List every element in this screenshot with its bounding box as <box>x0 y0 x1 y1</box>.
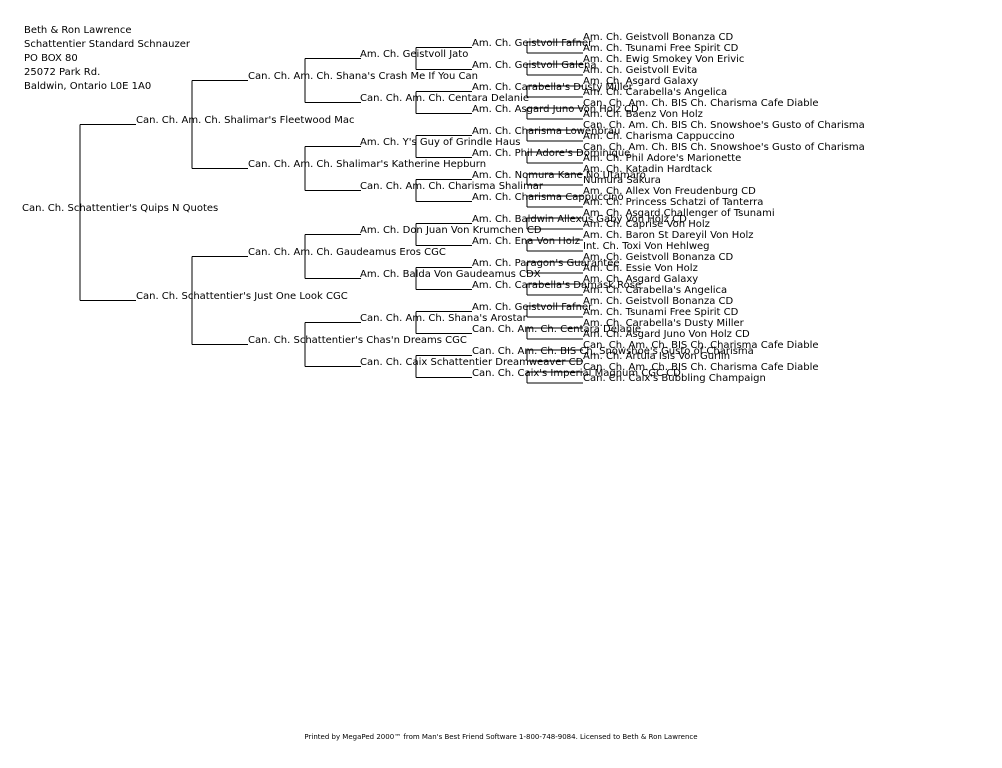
ancestor-gen5: Am. Ch. Carabella's Angelica <box>583 285 728 296</box>
ancestor-gen5: Am. Ch. Allex Von Freudenburg CD <box>583 186 756 197</box>
ancestor-gen4: Am. Ch. Geistvoll Fafner <box>472 37 593 49</box>
ancestor-gen5: Can. Ch. Am. Ch. BIS Ch. Charisma Cafe D… <box>583 98 819 109</box>
great-grandparent: Am. Ch. Balda Von Gaudeamus CDX <box>360 268 541 280</box>
ancestor-gen4: Am. Ch. Ena Von Holz <box>472 235 580 247</box>
ancestor-gen5: Am. Ch. Tsunami Free Spirit CD <box>583 43 739 54</box>
ancestor-gen5: Am. Ch. Tsunami Free Spirit CD <box>583 307 739 318</box>
footer-credit: Printed by MegaPed 2000™ from Man's Best… <box>304 733 698 741</box>
ancestor-gen4: Am. Ch. Carabella's Damask Rose <box>472 279 642 291</box>
sire: Can. Ch. Am. Ch. Shalimar's Fleetwood Ma… <box>136 114 355 126</box>
ancestor-gen5: Am. Ch. Charisma Cappuccino <box>583 131 735 142</box>
owner-name: Beth & Ron Lawrence <box>24 25 132 36</box>
ancestor-gen4: Am. Ch. Charisma Lowenbrau <box>472 125 621 137</box>
ancestor-gen5: Am. Ch. Asgard Galaxy <box>583 76 699 87</box>
ancestor-gen4: Can. Ch. Am. Ch. Centara Delanie <box>472 323 642 335</box>
ancestor-gen5: Am. Ch. Artula Isis Von Gurlin <box>583 351 731 362</box>
dam: Can. Ch. Schattentier's Just One Look CG… <box>136 290 348 302</box>
great-grandparent: Am. Ch. Don Juan Von Krumchen CD <box>360 224 542 236</box>
ancestor-gen5: Am. Ch. Asgard Challenger of Tsunami <box>583 208 775 219</box>
grandparent: Can. Ch. Am. Ch. Gaudeamus Eros CGC <box>248 246 446 258</box>
great-grandparent: Can. Ch. Caix Schattentier Dreamweaver C… <box>360 356 584 368</box>
subject-dog: Can. Ch. Schattentier's Quips N Quotes <box>22 202 219 214</box>
ancestor-gen5: Am. Ch. Asgard Galaxy <box>583 274 699 285</box>
ancestor-gen4: Am. Ch. Paragon's Guarantee <box>472 257 620 269</box>
ancestor-gen4: Am. Ch. Geistvoll Galena <box>472 59 597 71</box>
great-grandparent: Can. Ch. Am. Ch. Shana's Arostar <box>360 312 527 324</box>
grandparent: Can. Ch. Am. Ch. Shalimar's Katherine He… <box>248 158 487 170</box>
ancestor-gen5: Am. Ch. Geistvoll Bonanza CD <box>583 296 734 307</box>
ancestor-gen4: Am. Ch. Nomura Kane No Utamaro <box>472 169 646 181</box>
ancestor-gen5: Am. Ch. Baron St Dareyil Von Holz <box>583 230 754 241</box>
ancestor-gen5: Am. Ch. Carabella's Dusty Miller <box>583 318 744 329</box>
ancestor-gen5: Am. Ch. Carabella's Angelica <box>583 87 728 98</box>
ancestor-gen4: Am. Ch. Asgard Juno Von Holz CD <box>472 103 639 115</box>
kennel-name: Schattentier Standard Schnauzer <box>24 39 190 50</box>
ancestor-gen5: Am. Ch. Asgard Juno Von Holz CD <box>583 329 750 340</box>
ancestor-gen5: Am. Ch. Katadin Hardtack <box>583 164 713 175</box>
ancestor-gen5: Can. Ch. Am. Ch. BIS Ch. Charisma Cafe D… <box>583 362 819 373</box>
ancestor-gen5: Can. Ch. Caix's Bubbling Champaign <box>583 373 766 384</box>
ancestor-gen4: Am. Ch. Phil Adore's Dominique <box>472 147 631 159</box>
ancestor-gen5: Numura Sakura <box>583 175 661 186</box>
ancestor-gen5: Am. Ch. Geistvoll Evita <box>583 65 698 76</box>
ancestor-gen4: Can. Ch. Caix's Imperial Magnum CGC CD <box>472 367 681 379</box>
great-grandparent: Am. Ch. Geistvoll Jato <box>360 48 469 60</box>
great-grandparent: Can. Ch. Am. Ch. Charisma Shalimar <box>360 180 544 192</box>
great-grandparent: Am. Ch. Y's Guy of Grindle Haus <box>360 136 521 148</box>
ancestor-gen5: Can. Ch. Am. Ch. BIS Ch. Charisma Cafe D… <box>583 340 819 351</box>
owner-address-block: Beth & Ron Lawrence Schattentier Standar… <box>24 24 190 94</box>
ancestor-gen4: Am. Ch. Baldwin Allexus Gaby Von Holz CD <box>472 213 687 225</box>
ancestor-gen5: Am. Ch. Geistvoll Bonanza CD <box>583 252 734 263</box>
ancestor-gen4: Am. Ch. Carabella's Dusty Miller <box>472 81 633 93</box>
ancestor-gen5: Am. Ch. Essie Von Holz <box>583 263 698 274</box>
ancestor-gen5: Am. Ch. Princess Schatzi of Tanterra <box>583 197 764 208</box>
ancestor-gen5: Am. Ch. Phil Adore's Marionette <box>583 153 742 164</box>
ancestor-gen4: Am. Ch. Geistvoll Fafner <box>472 301 593 313</box>
ancestor-gen5: Am. Ch. Caprise Von Holz <box>583 219 710 230</box>
address-line: PO BOX 80 <box>24 53 78 64</box>
ancestor-gen4: Am. Ch. Charisma Cappuccino <box>472 191 624 203</box>
ancestor-gen5: Can. Ch. Am. Ch. BIS Ch. Snowshoe's Gust… <box>583 120 865 131</box>
ancestor-gen5: Can. Ch. Am. Ch. BIS Ch. Snowshoe's Gust… <box>583 142 865 153</box>
ancestor-gen5: Int. Ch. Toxi Von Hehlweg <box>583 241 710 252</box>
address-line: 25072 Park Rd. <box>24 67 101 78</box>
ancestor-gen5: Am. Ch. Geistvoll Bonanza CD <box>583 32 734 43</box>
great-grandparent: Can. Ch. Am. Ch. Centara Delanie <box>360 92 530 104</box>
grandparent: Can. Ch. Am. Ch. Shana's Crash Me If You… <box>248 70 478 82</box>
ancestor-gen5: Am. Ch. Ewig Smokey Von Erivic <box>583 54 745 65</box>
grandparent: Can. Ch. Schattentier's Chas'n Dreams CG… <box>248 334 467 346</box>
address-line: Baldwin, Ontario L0E 1A0 <box>24 81 152 92</box>
ancestor-gen4: Can. Ch. Am. Ch. BIS Ch. Snowshoe's Gust… <box>472 345 754 357</box>
ancestor-gen5: Am. Ch. Baenz Von Holz <box>583 109 703 120</box>
